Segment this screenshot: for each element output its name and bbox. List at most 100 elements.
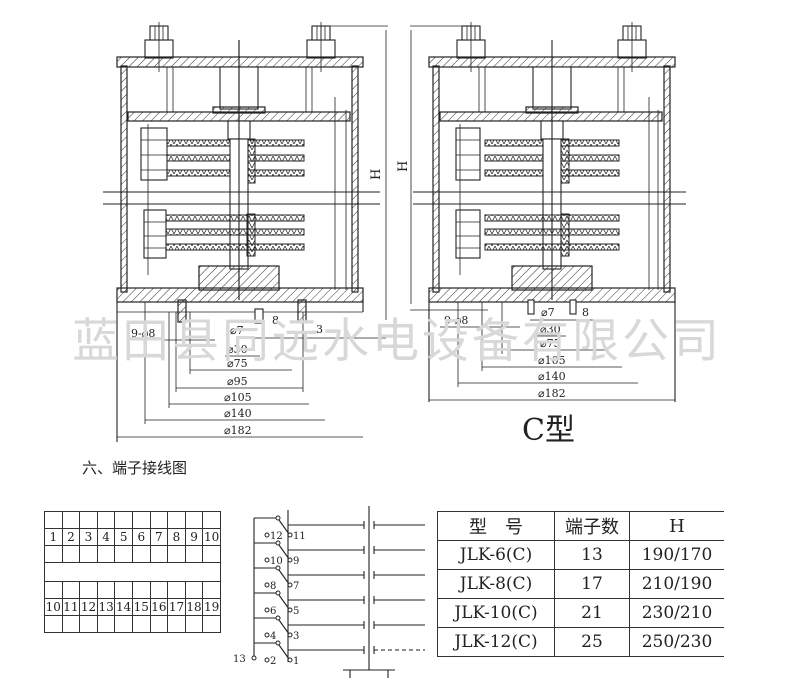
terminal-cell: 4: [96, 528, 116, 546]
grid-cell: [149, 615, 169, 633]
switch-left-label: 2: [270, 656, 276, 667]
cell-model: JLK-6(C): [437, 540, 555, 570]
grid-cell: [202, 511, 221, 529]
dim-d140: ⌀140: [538, 370, 566, 383]
switch-right-label: 7: [293, 581, 299, 592]
base-block: [511, 265, 593, 291]
grid-cell: [167, 511, 186, 529]
dim-d30: ⌀30: [540, 323, 561, 336]
grid-cell: [202, 562, 221, 582]
switch-right-label: 1: [293, 656, 299, 667]
grid-cell: [44, 615, 63, 633]
cell-h: 190/170: [629, 540, 724, 570]
table-row: JLK-8(C) 17 210/190: [437, 569, 724, 599]
terminal-cell: 11: [61, 598, 81, 616]
terminal-cell: 15: [131, 598, 151, 616]
dimensions-left: 9-⌀8 ⌀7 8 3 ⌀30 ⌀75 ⌀95 ⌀105 ⌀140 ⌀182: [117, 302, 386, 438]
header-terminals: 端子数: [554, 511, 630, 541]
switch-right-label: 11: [293, 531, 306, 542]
base-block: [198, 265, 280, 291]
terminal-cell: 14: [114, 598, 133, 616]
grid-cell: [149, 511, 169, 529]
spec-table: 型 号 端子数 H JLK-6(C) 13 190/170 JLK-8(C) 1…: [437, 511, 724, 657]
dimensions-right: 9-⌀8 ⌀7 8 ⌀30 ⌀75 ⌀105 ⌀140 ⌀182: [410, 302, 675, 401]
grid-cell: [44, 581, 63, 599]
terminal-cell: 8: [167, 528, 186, 546]
dim-3: 3: [316, 323, 323, 336]
cell-model: JLK-10(C): [437, 598, 555, 628]
dim-d75: ⌀75: [227, 357, 248, 370]
grid-cell: [79, 581, 98, 599]
mechanical-drawings: H 9-⌀8 ⌀7 8 3 ⌀30 ⌀75 ⌀95 ⌀105 ⌀140 ⌀182: [72, 22, 722, 442]
grid-cell: [184, 511, 204, 529]
grid-cell: [167, 562, 186, 582]
grid-cell: [132, 562, 151, 582]
grid-cell: [97, 562, 115, 582]
terminal-cell: 6: [131, 528, 151, 546]
terminal-cell: 10: [202, 528, 221, 546]
grid-cell: [62, 562, 80, 582]
dim-d75: ⌀75: [540, 337, 561, 350]
section-title: 六、端子接线图: [82, 459, 188, 477]
grid-cell: [96, 581, 116, 599]
switch-left-label: 12: [270, 531, 283, 542]
grid-cell: [131, 581, 151, 599]
dim-bolt-holes: 9-⌀8: [131, 327, 155, 340]
grid-cell: [202, 581, 221, 599]
common-terminal-label: 13: [233, 654, 246, 665]
terminal-cell: 19: [202, 598, 221, 616]
left-wall: [432, 65, 440, 293]
table-row: JLK-10(C) 21 230/210: [437, 598, 724, 628]
grid-row: [44, 545, 221, 563]
grid-cell: [79, 545, 98, 563]
grid-cell: [149, 581, 169, 599]
grid-cell: [44, 545, 63, 563]
grid-cell: [79, 511, 98, 529]
terminal-cell: 5: [114, 528, 133, 546]
switch-right-label: 3: [293, 631, 299, 642]
terminal-cell: 18: [184, 598, 204, 616]
cell-model: JLK-8(C): [437, 569, 555, 599]
terminal-cell: 13: [96, 598, 116, 616]
cell-terminals: 13: [554, 540, 630, 570]
height-label-right: H: [396, 161, 411, 172]
base-plate: [116, 287, 364, 303]
dim-8: 8: [272, 314, 279, 327]
switch-contact: 12 11: [254, 515, 425, 542]
grid-cell: [167, 545, 186, 563]
table-row: JLK-6(C) 13 190/170: [437, 540, 724, 570]
grid-cell: [131, 511, 151, 529]
dim-d7: ⌀7: [541, 306, 555, 319]
grid-cell: [96, 545, 116, 563]
grid-cell: [167, 581, 186, 599]
dim-d140: ⌀140: [224, 407, 252, 420]
dim-8: 8: [582, 306, 589, 319]
coil-stack-lower: [165, 214, 305, 251]
top-stud-left: [144, 22, 174, 72]
dim-d105: ⌀105: [224, 391, 252, 404]
grid-cell: [114, 615, 133, 633]
grid-cell: [114, 581, 133, 599]
terminal-cell: 3: [79, 528, 98, 546]
switch-left-label: 8: [270, 581, 276, 592]
grid-cell: [44, 511, 63, 529]
grid-cell: [114, 511, 133, 529]
watermark: 蓝田县同远水电设备有限公司: [72, 314, 722, 369]
cell-terminals: 21: [554, 598, 630, 628]
grid-cell: [61, 511, 81, 529]
grid-cell: [150, 562, 168, 582]
grid-cell: [184, 545, 204, 563]
top-plate: [116, 56, 364, 68]
switch-right-label: 9: [293, 556, 299, 567]
grid-cell: [79, 562, 98, 582]
grid-cell: [167, 615, 186, 633]
grid-row: [44, 581, 221, 599]
